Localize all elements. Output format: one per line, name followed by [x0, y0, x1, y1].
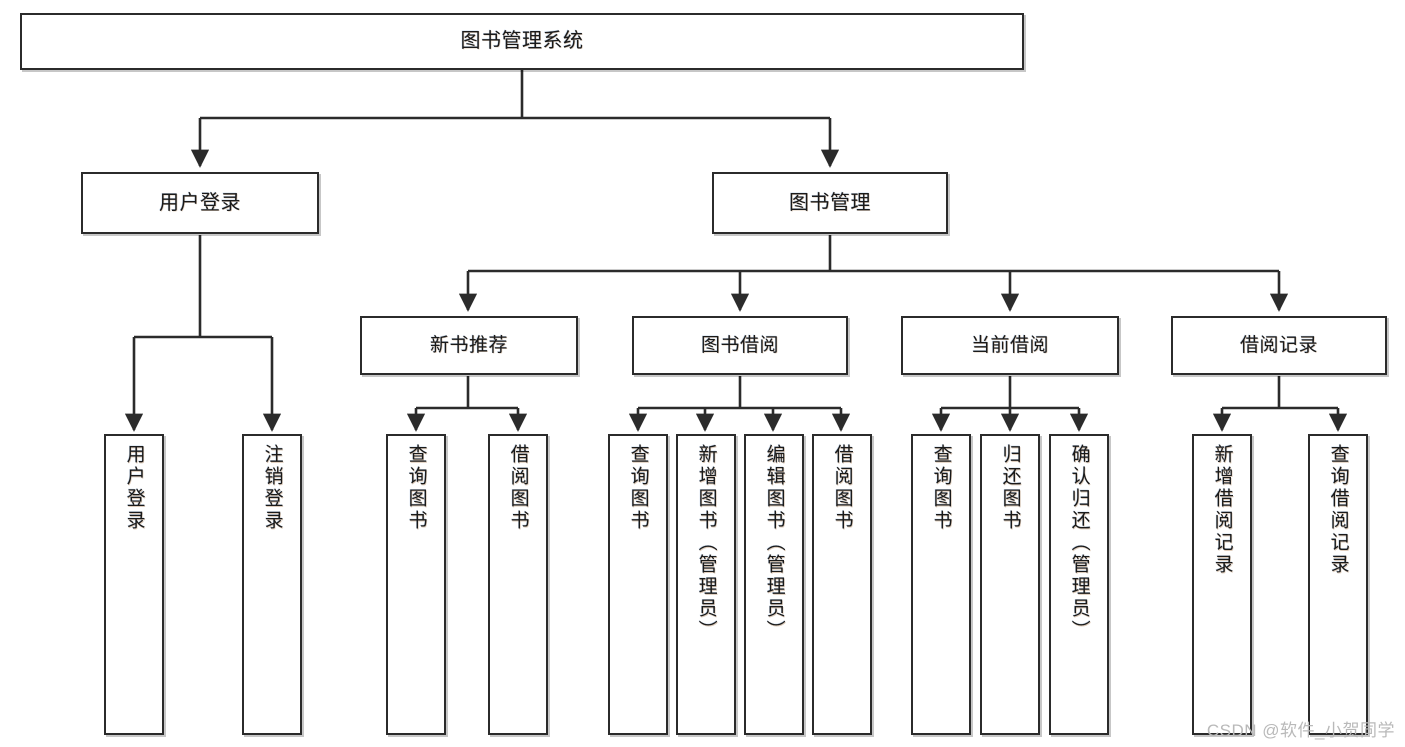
leaf-borrow-record-1[interactable]: 新增借阅记录	[1192, 434, 1252, 735]
node-new-book-recommend[interactable]: 新书推荐	[360, 316, 578, 375]
leaf-book-borrow-1[interactable]: 查询图书	[608, 434, 668, 735]
leaf-book-borrow-3[interactable]: 编辑图书（管理员）	[744, 434, 804, 735]
leaf-book-borrow-2[interactable]: 新增图书（管理员）	[676, 434, 736, 735]
node-label: 查询借阅记录	[1327, 444, 1349, 576]
node-label: 确认归还（管理员）	[1068, 444, 1090, 642]
node-label: 查询图书	[627, 444, 649, 532]
leaf-current-borrow-3[interactable]: 确认归还（管理员）	[1049, 434, 1109, 735]
node-label: 注销登录	[261, 444, 283, 532]
node-label: 图书管理系统	[460, 30, 584, 52]
leaf-user-login-2[interactable]: 注销登录	[242, 434, 302, 735]
leaf-current-borrow-2[interactable]: 归还图书	[980, 434, 1040, 735]
leaf-book-borrow-4[interactable]: 借阅图书	[812, 434, 872, 735]
node-label: 编辑图书（管理员）	[763, 444, 785, 642]
node-label: 新书推荐	[429, 334, 508, 356]
watermark-text: CSDN @软件_小贺同学	[1206, 721, 1395, 740]
node-label: 归还图书	[999, 444, 1021, 532]
leaf-user-login-1[interactable]: 用户登录	[104, 434, 164, 735]
node-label: 图书管理	[789, 191, 871, 214]
node-label: 用户登录	[123, 444, 145, 532]
leaf-borrow-record-2[interactable]: 查询借阅记录	[1308, 434, 1368, 735]
node-label: 借阅记录	[1239, 334, 1318, 356]
node-label: 查询图书	[405, 444, 427, 532]
node-label: 新增图书（管理员）	[695, 444, 717, 642]
node-label: 图书借阅	[700, 334, 779, 356]
leaf-new-book-recommend-1[interactable]: 查询图书	[386, 434, 446, 735]
node-label: 新增借阅记录	[1211, 444, 1233, 576]
node-user-login[interactable]: 用户登录	[81, 172, 319, 234]
node-root-book-management-system[interactable]: 图书管理系统	[20, 13, 1024, 70]
node-label: 借阅图书	[507, 444, 529, 532]
node-book-management[interactable]: 图书管理	[712, 172, 948, 234]
node-label: 当前借阅	[970, 334, 1049, 356]
node-current-borrow[interactable]: 当前借阅	[901, 316, 1119, 375]
node-label: 用户登录	[159, 191, 241, 214]
node-book-borrow[interactable]: 图书借阅	[632, 316, 848, 375]
leaf-new-book-recommend-2[interactable]: 借阅图书	[488, 434, 548, 735]
node-borrow-record[interactable]: 借阅记录	[1171, 316, 1387, 375]
leaf-current-borrow-1[interactable]: 查询图书	[911, 434, 971, 735]
node-label: 查询图书	[930, 444, 952, 532]
node-label: 借阅图书	[831, 444, 853, 532]
